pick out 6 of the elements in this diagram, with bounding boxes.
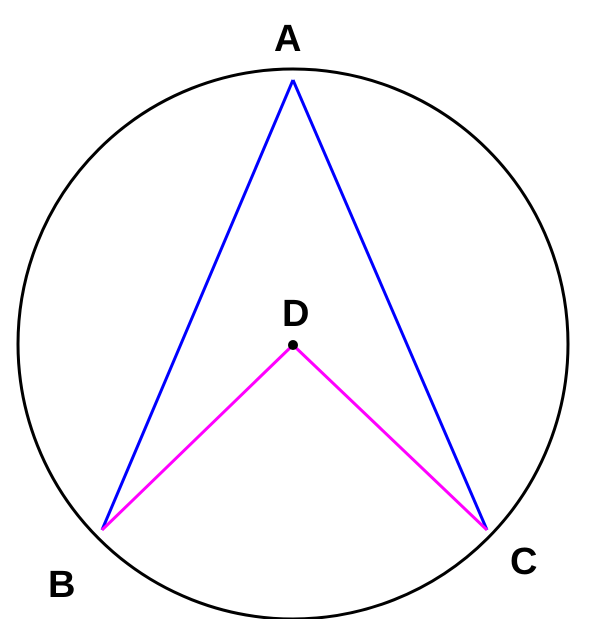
point-label: A (274, 20, 302, 58)
line-segment (100, 79, 294, 531)
line-segment (292, 79, 488, 531)
point-label: C (510, 543, 538, 581)
point-label: D (282, 295, 310, 333)
point-label: B (48, 566, 76, 604)
